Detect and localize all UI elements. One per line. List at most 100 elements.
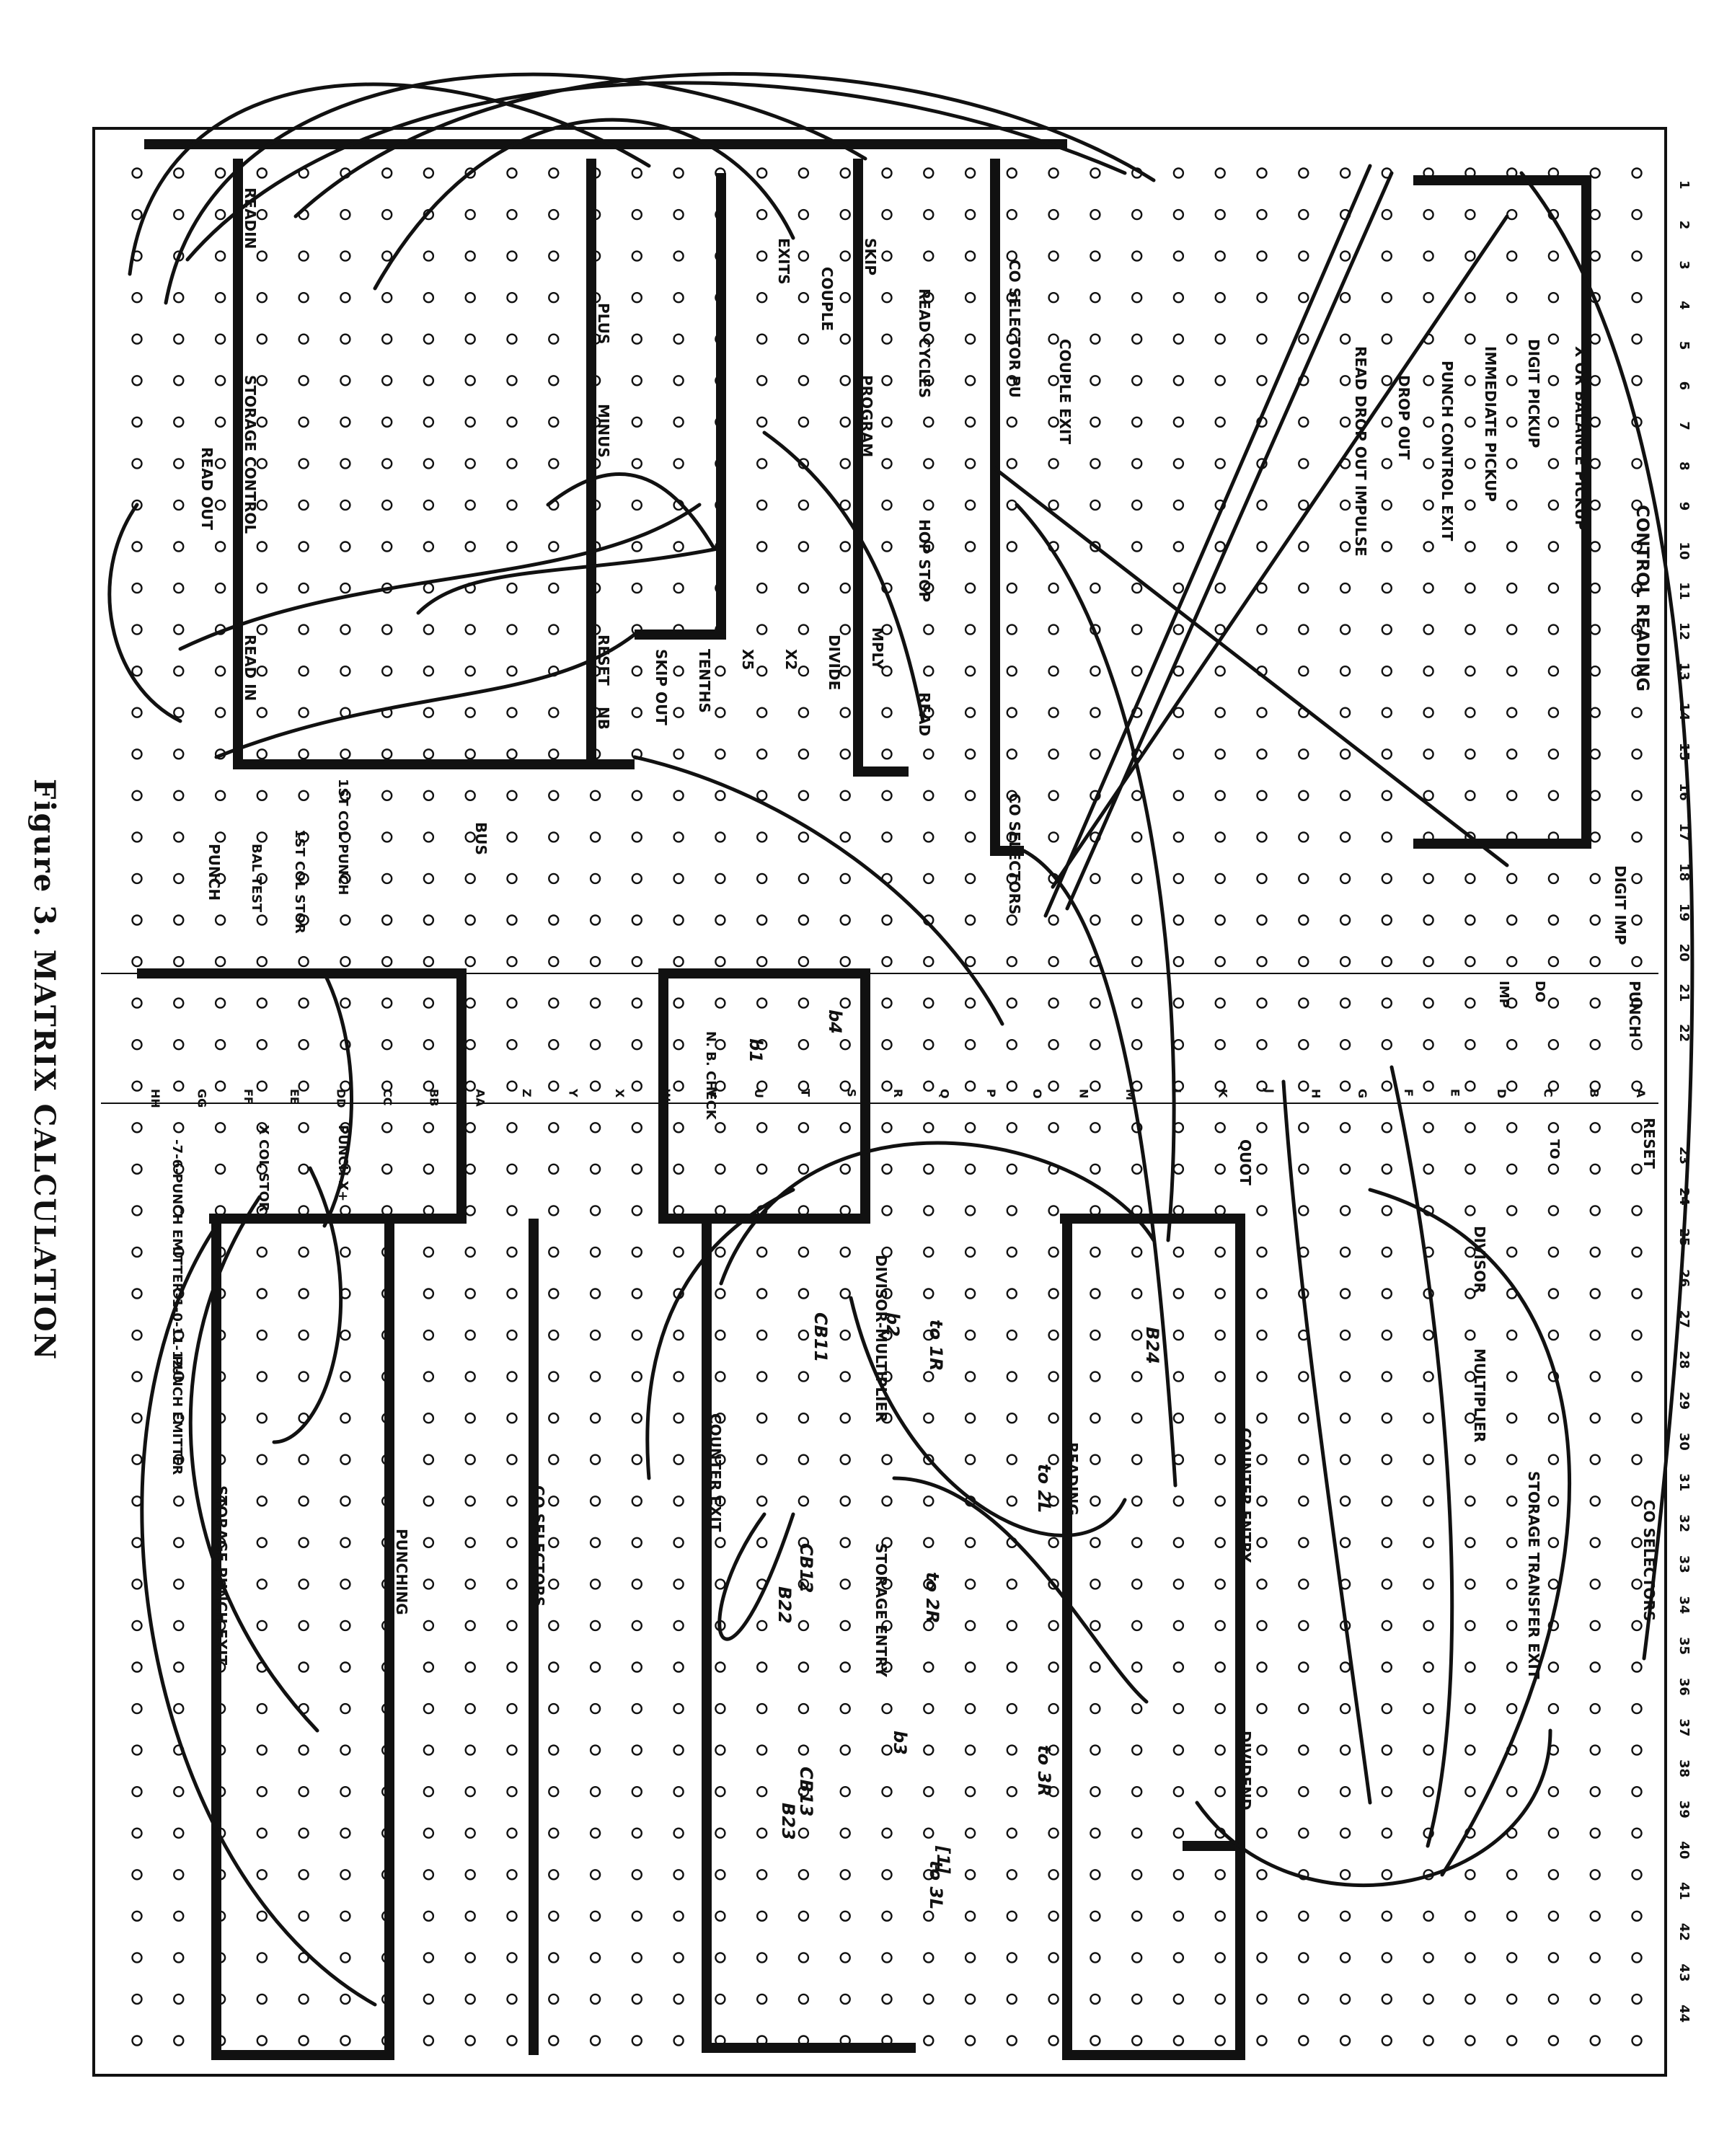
hub [1131, 458, 1143, 469]
hub [1381, 1869, 1393, 1881]
hub [1423, 416, 1434, 428]
hub [214, 167, 226, 179]
label-n-b-check: N. B. CHECK [703, 1031, 718, 1121]
hub [298, 1329, 309, 1341]
hub [923, 416, 935, 428]
hub [673, 1993, 684, 2005]
hub [589, 1329, 601, 1341]
hub [964, 250, 976, 262]
hub [589, 872, 601, 885]
hub [298, 1827, 309, 1839]
hub [1589, 1744, 1601, 1756]
hub [964, 1827, 976, 1839]
hub [839, 831, 851, 843]
hub [381, 1163, 393, 1175]
hub [715, 872, 726, 885]
hub [631, 1371, 642, 1382]
column-number: 19 [1676, 904, 1692, 922]
hub [1214, 458, 1226, 469]
hub [631, 1785, 642, 1798]
hub [1256, 1661, 1268, 1673]
hub [1006, 416, 1018, 428]
hub [881, 997, 893, 1009]
hub [1298, 167, 1309, 179]
label-hop-stop: HOP STOP [916, 519, 933, 602]
hand-note: b2 [883, 1312, 903, 1337]
hub [589, 1454, 601, 1465]
hub [964, 666, 976, 677]
hub [839, 1827, 851, 1839]
hub [340, 1371, 351, 1382]
hub [1048, 1371, 1059, 1382]
hub [881, 1952, 893, 1963]
hub [715, 1495, 726, 1507]
hub [506, 541, 518, 552]
hub [381, 748, 393, 760]
hub [381, 333, 393, 345]
hub [423, 1744, 435, 1756]
hub [1048, 1869, 1059, 1881]
hub [589, 1910, 601, 1922]
hub [631, 1661, 642, 1673]
hub [173, 872, 185, 885]
hub [797, 1122, 810, 1134]
hub [589, 1785, 601, 1798]
row-letter: K [1216, 1089, 1230, 1098]
hub [1256, 208, 1268, 221]
hub [1298, 1454, 1309, 1465]
hand-note: CB13 [796, 1767, 816, 1816]
hub [1048, 624, 1059, 635]
hub [548, 208, 560, 221]
hub [1423, 1993, 1434, 2005]
hub [464, 790, 476, 802]
label-read-drop-out-impulse: READ DROP OUT IMPULSE [1352, 346, 1369, 557]
hub [797, 167, 810, 179]
hub [173, 1038, 185, 1051]
hub [1090, 167, 1101, 179]
hub [131, 1205, 143, 1216]
hub [506, 1952, 518, 1963]
hub [256, 1702, 268, 1715]
hub [1090, 748, 1101, 760]
hub [797, 1038, 810, 1051]
hub [1589, 1371, 1601, 1382]
hub [340, 1578, 351, 1590]
hub [964, 458, 976, 469]
hub [1506, 1371, 1518, 1382]
hub [1006, 997, 1018, 1009]
hub [298, 416, 309, 428]
hub [1214, 582, 1226, 594]
hub [673, 1537, 684, 1549]
hub [631, 333, 642, 345]
hub [1423, 1744, 1434, 1756]
hub [298, 1288, 309, 1299]
hub [214, 666, 226, 677]
hub [1547, 790, 1560, 802]
hub [298, 790, 309, 802]
hub [797, 1163, 810, 1175]
hub [923, 292, 935, 304]
hub [1547, 2035, 1560, 2046]
hub [756, 458, 768, 469]
hub [881, 748, 893, 760]
hub [423, 748, 435, 760]
hub [1631, 1122, 1643, 1134]
hub [1339, 1080, 1351, 1092]
hub [1423, 1080, 1434, 1092]
hub [923, 458, 935, 469]
hub [1547, 1205, 1560, 1216]
hub [464, 1869, 476, 1881]
label-first-col-punch: 1ST COL PUNCH [335, 779, 350, 895]
label-plus: PLUS [595, 303, 612, 344]
row-letter: T [798, 1089, 812, 1097]
hub [1547, 541, 1560, 552]
hub [1506, 1785, 1518, 1798]
hub [881, 1163, 893, 1175]
hub [715, 1038, 726, 1051]
hub [839, 458, 851, 469]
hub [1339, 1495, 1351, 1507]
hub [1631, 1869, 1643, 1881]
hub [1464, 1744, 1476, 1756]
hub [673, 914, 684, 926]
hub [1423, 1163, 1434, 1175]
